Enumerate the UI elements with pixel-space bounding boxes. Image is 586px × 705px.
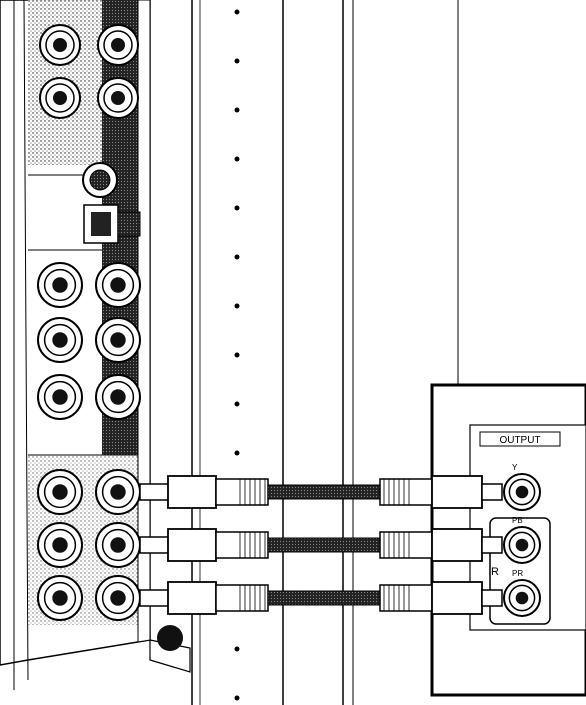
middle-rca-jacks [37, 262, 141, 420]
rca-jack-icon [39, 24, 81, 66]
plug-tip [139, 483, 171, 501]
tv-rear-panel [0, 0, 191, 690]
s-video-jack-icon [82, 162, 118, 198]
upper-rca-jacks [39, 24, 139, 119]
foot-knob-icon [157, 625, 183, 651]
rivet-icon [234, 254, 240, 260]
plug-tip [139, 589, 171, 607]
component-cable [139, 581, 503, 615]
rca-jack-icon [37, 575, 83, 621]
rivet-icon [234, 205, 240, 211]
rca-jack-icon [95, 575, 141, 621]
cable-cord [267, 484, 381, 500]
output-jack-icon [503, 579, 541, 617]
plug-boot [379, 478, 433, 506]
rivet-icon [234, 107, 240, 113]
output-jack-icon [503, 473, 541, 511]
rca-jack-icon [37, 317, 83, 363]
rivet-icon [234, 695, 240, 701]
rca-jack-icon [95, 522, 141, 568]
output-jack-label: PR [512, 569, 523, 578]
cable-cord [267, 590, 381, 606]
component-cables [139, 475, 503, 615]
rca-jack-icon [37, 374, 83, 420]
rca-jack-icon [95, 469, 141, 515]
plug-tip [139, 536, 171, 554]
plug-tip [481, 536, 503, 554]
plug-boot [215, 584, 269, 612]
rca-jack-icon [37, 522, 83, 568]
plug-body [167, 528, 217, 562]
rca-jack-icon [97, 77, 139, 119]
plug-body [167, 475, 217, 509]
rivet-icon [234, 401, 240, 407]
rivet-icon [234, 156, 240, 162]
rca-jack-icon [37, 262, 83, 308]
rca-jack-icon [95, 317, 141, 363]
source-device: OUTPUT R Y PB PR [430, 383, 586, 697]
plug-tip [481, 483, 503, 501]
plug-boot [379, 531, 433, 559]
optical-jack-icon [83, 204, 141, 244]
rivet-icon [234, 58, 240, 64]
plug-boot [215, 478, 269, 506]
plug-boot [215, 531, 269, 559]
output-jacks: Y PB PR [503, 463, 541, 617]
plug-body [431, 475, 483, 509]
output-jack-icon [503, 526, 541, 564]
rivet-icon [234, 303, 240, 309]
rca-jack-icon [95, 374, 141, 420]
plug-boot [379, 584, 433, 612]
rivet-icon [234, 9, 240, 15]
rivet-icon [234, 450, 240, 456]
rca-jack-icon [95, 262, 141, 308]
plug-tip [481, 589, 503, 607]
component-cable [139, 528, 503, 562]
rca-jack-icon [39, 77, 81, 119]
output-side-label: R [491, 566, 499, 578]
plug-body [431, 581, 483, 615]
rivet-icon [234, 352, 240, 358]
cable-cord [267, 537, 381, 553]
plug-body [431, 528, 483, 562]
component-cable [139, 475, 503, 509]
rca-jack-icon [97, 24, 139, 66]
output-jack-label: Y [512, 463, 518, 472]
rca-jack-icon [37, 469, 83, 515]
wall-edges [191, 0, 459, 705]
output-jack-label: PB [512, 516, 523, 525]
output-title: OUTPUT [499, 435, 540, 446]
rivet-icon [234, 646, 240, 652]
plug-body [167, 581, 217, 615]
